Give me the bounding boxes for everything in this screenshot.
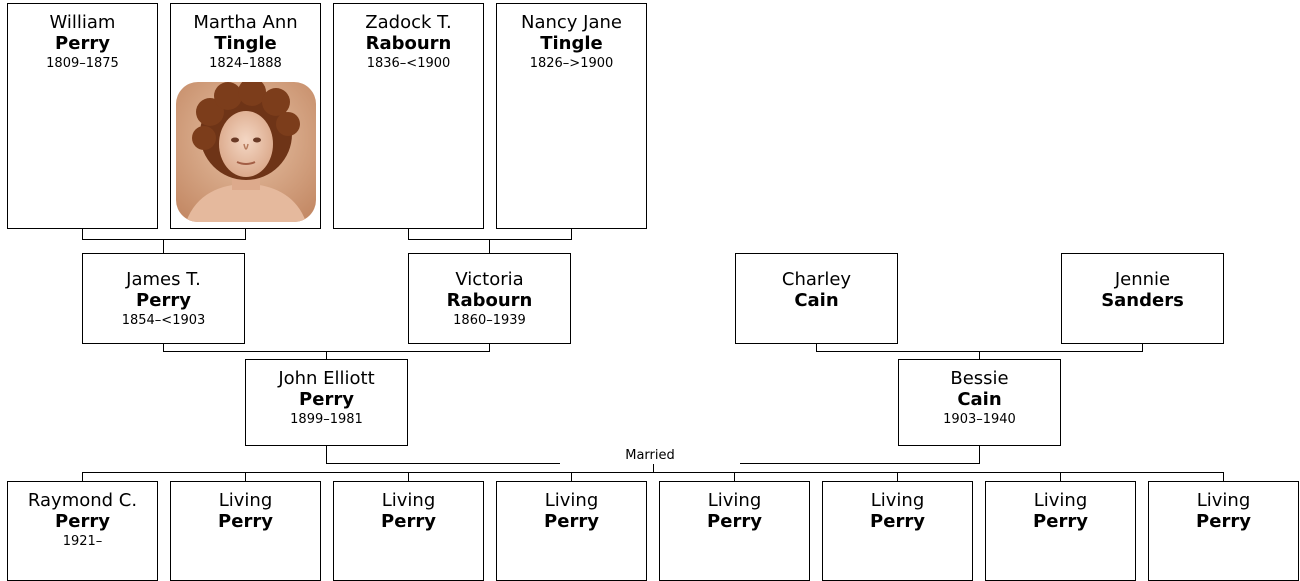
given-name: Living — [544, 490, 599, 511]
connector-line — [326, 445, 327, 464]
connector-line — [979, 351, 980, 359]
child-card[interactable]: Living Perry — [985, 481, 1136, 581]
person-charley-cain[interactable]: Charley Cain — [735, 253, 898, 344]
connector-line — [82, 228, 83, 240]
given-name: Martha Ann — [193, 12, 298, 33]
portrait-image — [176, 82, 316, 222]
life-dates: 1809–1875 — [46, 56, 119, 71]
given-name: Victoria — [455, 269, 524, 290]
children-bar — [82, 472, 1224, 473]
given-name: Charley — [781, 269, 852, 290]
connector-line — [571, 472, 572, 481]
child-card[interactable]: Living Perry — [1148, 481, 1299, 581]
portrait-photo[interactable] — [176, 82, 316, 222]
connector-line — [326, 351, 327, 359]
connector-line — [489, 239, 490, 253]
connector-line — [82, 239, 246, 240]
given-name: Living — [870, 490, 925, 511]
connector-line — [734, 472, 735, 481]
life-dates: 1921– — [62, 534, 103, 549]
surname: Cain — [794, 290, 839, 311]
given-name: Nancy Jane — [521, 12, 622, 33]
person-nancy-tingle[interactable]: Nancy Jane Tingle 1826–>1900 — [496, 3, 647, 229]
child-card[interactable]: Living Perry — [170, 481, 321, 581]
given-name: William — [49, 12, 116, 33]
married-label: Married — [560, 448, 740, 464]
surname: Perry — [381, 511, 436, 532]
surname: Perry — [55, 511, 110, 532]
surname: Rabourn — [365, 33, 452, 54]
person-bessie-cain[interactable]: Bessie Cain 1903–1940 — [898, 359, 1061, 446]
child-card[interactable]: Raymond C. Perry 1921– — [7, 481, 158, 581]
surname: Perry — [544, 511, 599, 532]
child-card[interactable]: Living Perry — [496, 481, 647, 581]
connector-line — [897, 472, 898, 481]
connector-line — [979, 445, 980, 464]
connector-line — [82, 472, 83, 481]
child-card[interactable]: Living Perry — [333, 481, 484, 581]
given-name: Living — [218, 490, 273, 511]
surname: Perry — [218, 511, 273, 532]
connector-line — [571, 228, 572, 240]
person-william-perry[interactable]: William Perry 1809–1875 — [7, 3, 158, 229]
connector-line — [1223, 472, 1224, 481]
surname: Tingle — [540, 33, 603, 54]
given-name: Living — [1196, 490, 1251, 511]
surname: Perry — [707, 511, 762, 532]
given-name: Living — [707, 490, 762, 511]
surname: Perry — [299, 389, 354, 410]
connector-line — [816, 343, 817, 352]
surname: Perry — [1196, 511, 1251, 532]
person-victoria-rabourn[interactable]: Victoria Rabourn 1860–1939 — [408, 253, 571, 344]
connector-line — [163, 343, 164, 352]
life-dates: 1860–1939 — [453, 313, 526, 328]
person-james-perry[interactable]: James T. Perry 1854–<1903 — [82, 253, 245, 344]
connector-line — [245, 472, 246, 481]
person-jennie-sanders[interactable]: Jennie Sanders — [1061, 253, 1224, 344]
child-card[interactable]: Living Perry — [659, 481, 810, 581]
given-name: John Elliott — [278, 368, 375, 389]
given-name: Jennie — [1114, 269, 1171, 290]
connector-line — [1060, 472, 1061, 481]
surname: Perry — [870, 511, 925, 532]
given-name: James T. — [126, 269, 201, 290]
surname: Perry — [136, 290, 191, 311]
person-john-perry[interactable]: John Elliott Perry 1899–1981 — [245, 359, 408, 446]
child-card[interactable]: Living Perry — [822, 481, 973, 581]
connector-line — [163, 239, 164, 253]
given-name: Zadock T. — [365, 12, 452, 33]
life-dates: 1826–>1900 — [529, 56, 614, 71]
life-dates: 1836–<1900 — [366, 56, 451, 71]
connector-line — [408, 228, 409, 240]
surname: Perry — [1033, 511, 1088, 532]
given-name: Living — [381, 490, 436, 511]
person-martha-tingle[interactable]: Martha Ann Tingle 1824–1888 — [170, 3, 321, 229]
life-dates: 1854–<1903 — [121, 313, 206, 328]
person-zadock-rabourn[interactable]: Zadock T. Rabourn 1836–<1900 — [333, 3, 484, 229]
surname: Sanders — [1101, 290, 1184, 311]
connector-line — [408, 472, 409, 481]
connector-line — [245, 228, 246, 240]
given-name: Living — [1033, 490, 1088, 511]
life-dates: 1903–1940 — [943, 412, 1016, 427]
given-name: Raymond C. — [27, 490, 138, 511]
connector-line — [653, 463, 654, 473]
life-dates: 1899–1981 — [290, 412, 363, 427]
connector-line — [1142, 343, 1143, 352]
surname: Perry — [55, 33, 110, 54]
surname: Tingle — [214, 33, 277, 54]
life-dates: 1824–1888 — [209, 56, 282, 71]
connector-line — [408, 239, 572, 240]
surname: Cain — [957, 389, 1002, 410]
connector-line — [489, 343, 490, 352]
surname: Rabourn — [446, 290, 533, 311]
given-name: Bessie — [950, 368, 1009, 389]
